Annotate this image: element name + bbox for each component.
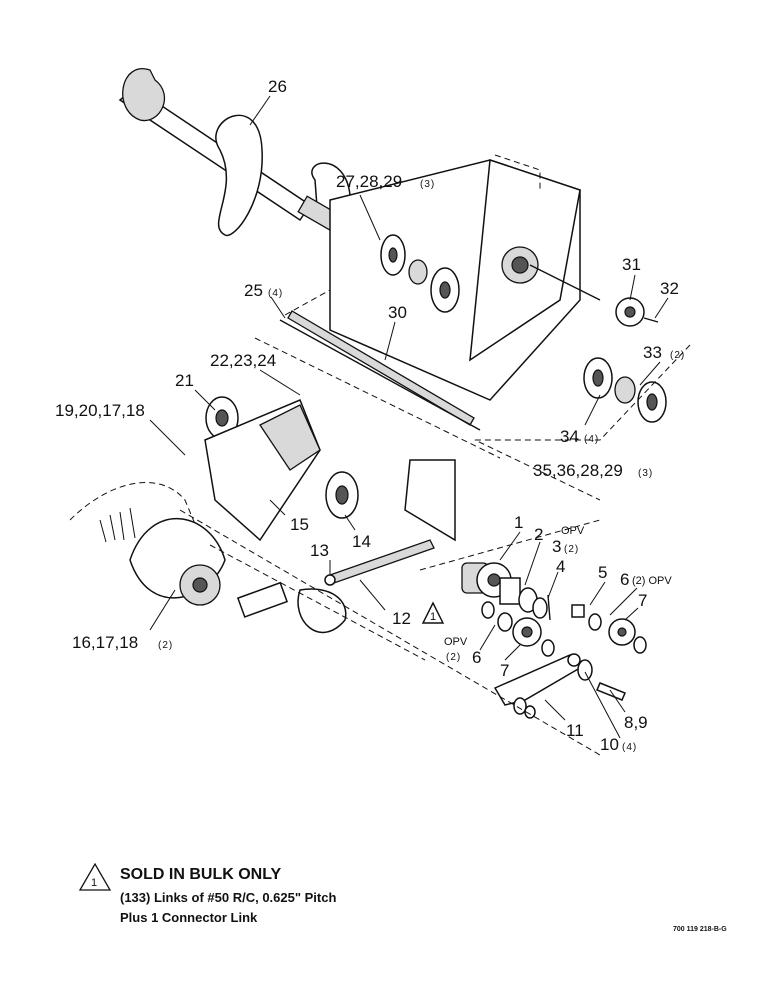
idler-part-12 [324,459,456,586]
label-6-left: 6 [472,648,481,667]
label-7-left: 7 [500,661,509,680]
label-8-9: 8,9 [624,713,648,732]
sprocket-assembly [461,562,647,657]
label-14: 14 [352,532,371,551]
label-33-qty: (2) [670,350,685,361]
label-5: 5 [598,563,607,582]
label-2: 2 [534,525,543,544]
label-27-28-29: 27,28,29 [336,172,402,191]
label-7-right: 7 [638,591,647,610]
label-30: 30 [388,303,407,322]
note-triangle-number: 1 [430,611,436,623]
label-1: 1 [514,513,523,532]
bearing-set-27 [380,234,460,313]
label-3-opv: OPV [561,525,585,537]
label-19-20-17-18: 19,20,17,18 [55,401,145,420]
label-16-qty: (2) [158,640,173,651]
label-3: 3 [552,537,561,556]
mount-plate-15 [204,396,359,542]
label-3-qty: (2) [564,544,579,555]
label-10: 10 [600,735,619,754]
label-10-qty: (4) [622,742,637,753]
label-27-qty: (3) [420,179,435,190]
label-4: 4 [556,557,565,576]
label-33: 33 [643,343,662,362]
leader-lines [149,95,669,739]
label-35-qty: (3) [638,468,653,479]
label-15: 15 [290,515,309,534]
footnote-triangle-icon: 1 [78,862,112,891]
label-6-left-qty: (2) [446,652,461,663]
label-21: 21 [175,371,194,390]
left-mechanism [69,482,347,634]
document-number: 700 119 218-B-G [673,926,727,933]
note-triangle-icon: 1 [421,601,445,624]
label-26: 26 [268,77,287,96]
label-25-qty: (4) [268,288,283,299]
label-6-right: 6 [620,570,629,589]
bar-part-30 [279,310,481,431]
label-35-36-28-29: 35,36,28,29 [533,461,623,480]
label-32: 32 [660,279,679,298]
label-12: 12 [392,609,411,628]
footnote-line-1: (133) Links of #50 R/C, 0.625" Pitch [120,890,337,905]
label-6-left-opv: OPV [444,636,468,648]
arm-part-11 [493,653,626,719]
assembly-boundary-lower [179,509,601,756]
label-25: 25 [244,281,263,300]
label-6-right-qty: (2) OPV [632,575,672,587]
label-22-23-24: 22,23,24 [210,351,276,370]
svg-text:1: 1 [91,877,97,889]
label-34-qty: (4) [584,434,599,445]
label-13: 13 [310,541,329,560]
footnote-title: SOLD IN BULK ONLY [120,866,282,883]
label-16-17-18: 16,17,18 [72,633,138,652]
label-34: 34 [560,427,579,446]
label-31: 31 [622,255,641,274]
footnote-line-2: Plus 1 Connector Link [120,910,258,925]
label-11: 11 [566,721,584,740]
assembly-boundary-upper [254,289,691,501]
